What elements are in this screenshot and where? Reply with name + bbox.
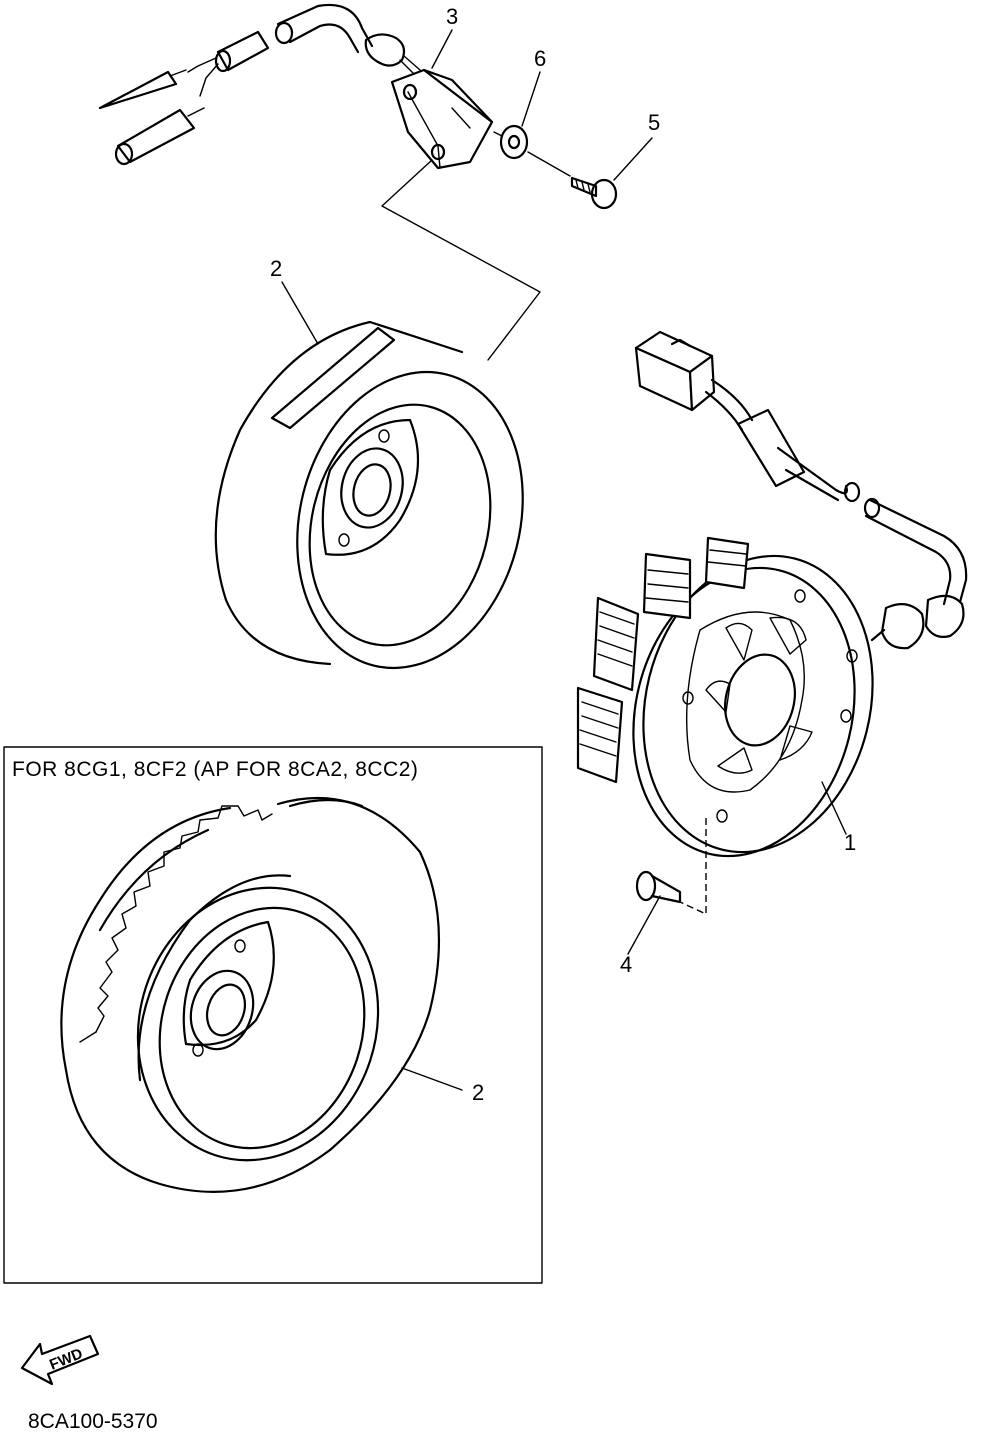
fwd-arrow-icon: FWD — [20, 1334, 100, 1386]
callout-3: 3 — [446, 4, 458, 29]
assembly-line-coil-flywheel — [381, 159, 541, 361]
leader-3 — [431, 29, 453, 69]
inset-box — [3, 746, 543, 1284]
leader-2-flywheel — [281, 281, 319, 345]
leader-1 — [821, 781, 847, 835]
leader-6 — [521, 71, 541, 127]
callout-2-flywheel: 2 — [270, 256, 282, 281]
callout-4: 4 — [620, 952, 632, 977]
callout-1: 1 — [844, 830, 856, 855]
leader-2-inset — [401, 1067, 463, 1091]
stator-assembly — [576, 330, 968, 858]
callout-5: 5 — [648, 110, 660, 135]
flywheel-rotor — [214, 320, 524, 670]
leader-5 — [613, 137, 653, 181]
assembly-line-screw-4 — [679, 818, 707, 916]
leader-4 — [627, 895, 661, 955]
pickup-coil-assembly — [98, 3, 494, 170]
alignment-line-screw — [493, 131, 571, 177]
figure-code: 8CA100-5370 — [28, 1410, 158, 1433]
screw-4 — [635, 870, 682, 904]
washer-6 — [499, 124, 529, 160]
callout-6: 6 — [534, 46, 546, 71]
callout-2-inset: 2 — [472, 1080, 484, 1105]
screw-5 — [570, 176, 618, 210]
inset-title: FOR 8CG1, 8CF2 (AP FOR 8CA2, 8CC2) — [12, 758, 418, 781]
